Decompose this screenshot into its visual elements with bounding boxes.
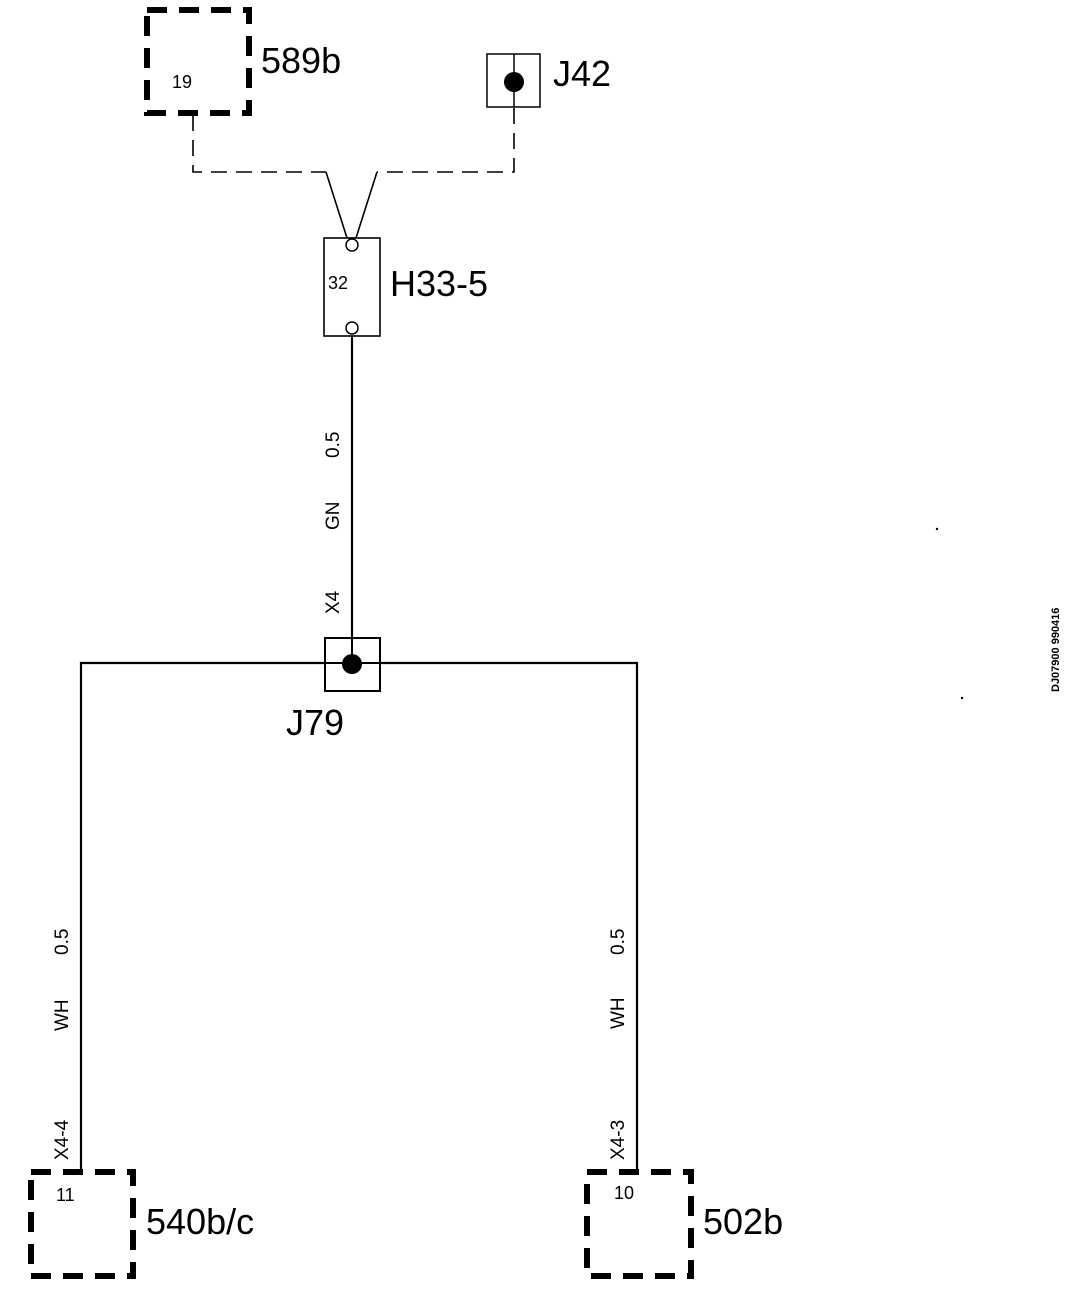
component-589b[interactable]: 19 589b [144,7,341,116]
component-540b-c-label: 540b/c [146,1201,254,1242]
connector-h33-5-bottom-pin-icon [345,321,359,335]
wire-right-size: 0.5 [608,929,629,955]
stray-dot [960,696,964,700]
wire-main-labels: 0.5 GN X4 [323,432,344,614]
splice-j42[interactable]: J42 [486,53,611,108]
component-589b-label: 589b [261,40,341,81]
component-502b-pin: 10 [614,1183,634,1203]
splice-j79-label: J79 [286,702,344,743]
component-589b-pin: 19 [172,72,192,92]
wire-main-connector: X4 [323,590,344,614]
connector-h33-5[interactable]: 32 H33-5 [323,237,488,337]
wire-left-connector: X4-4 [52,1119,73,1160]
document-id: DJ07900 990416 [1050,608,1062,692]
stray-dot [935,527,939,531]
wire-left-size: 0.5 [52,929,73,955]
connector-h33-5-label: H33-5 [390,263,488,304]
splice-j79[interactable]: J79 [286,637,381,743]
dashed-wires-top [192,108,515,239]
splice-j42-label: J42 [553,53,611,94]
wire-left-color: WH [52,999,73,1031]
component-540b-c-pin: 11 [56,1185,75,1205]
connector-h33-5-pin: 32 [328,273,348,293]
wire-right-connector: X4-3 [608,1120,629,1160]
wire-right-color: WH [608,997,629,1029]
connector-h33-5-top-pin-icon [345,238,359,252]
splice-j42-dot [504,72,524,92]
splice-j79-dot [342,654,362,674]
component-502b-label: 502b [703,1201,783,1242]
wire-main-color: GN [323,502,344,531]
component-502b[interactable]: 10 502b [584,1169,783,1279]
wire-right-labels: 0.5 WH X4-3 [608,929,629,1160]
wire-left-labels: 0.5 WH X4-4 [52,929,73,1160]
component-540b-c[interactable]: 11 540b/c [28,1169,254,1279]
wire-branches[interactable] [79,661,639,1169]
wire-main-size: 0.5 [323,432,344,458]
